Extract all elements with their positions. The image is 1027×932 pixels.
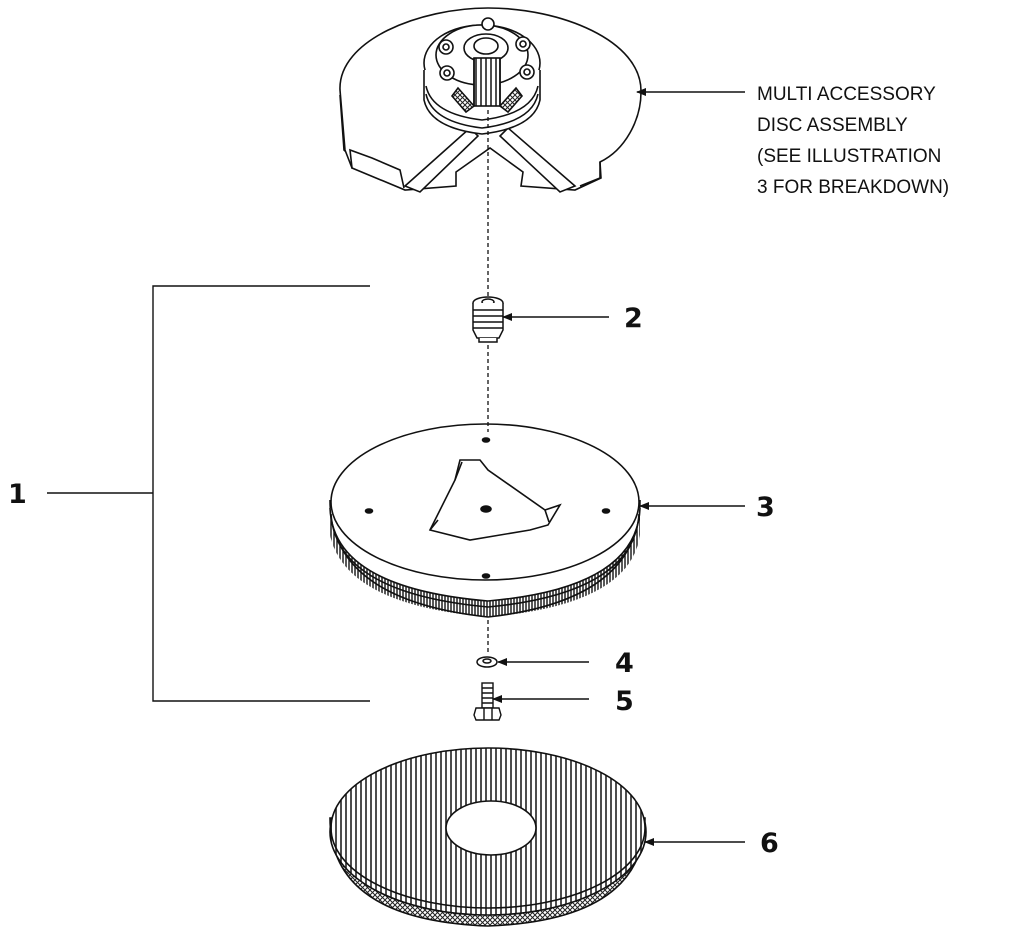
assembly-label-line: MULTI ACCESSORY xyxy=(757,84,936,105)
callout-5: 5 xyxy=(615,686,634,717)
pad xyxy=(329,747,647,927)
multi-accessory-disc-assembly xyxy=(339,7,642,193)
assembly-label-line: (SEE ILLUSTRATION xyxy=(757,146,942,167)
washer xyxy=(476,656,498,668)
assembly-label: MULTI ACCESSORY DISC ASSEMBLY (SEE ILLUS… xyxy=(757,79,949,203)
callout-6: 6 xyxy=(760,828,779,859)
callout-4: 4 xyxy=(615,648,634,679)
adapter-fitting xyxy=(472,296,504,343)
kit-bracket xyxy=(47,285,370,702)
leader-lines xyxy=(492,88,745,846)
assembly-label-line: 3 FOR BREAKDOWN) xyxy=(757,177,950,198)
callout-2: 2 xyxy=(624,303,643,334)
bolt xyxy=(473,682,502,721)
assembly-label-line: DISC ASSEMBLY xyxy=(757,115,908,136)
brush-drive-plate xyxy=(329,423,641,618)
callout-1: 1 xyxy=(8,479,27,510)
callout-3: 3 xyxy=(756,492,775,523)
